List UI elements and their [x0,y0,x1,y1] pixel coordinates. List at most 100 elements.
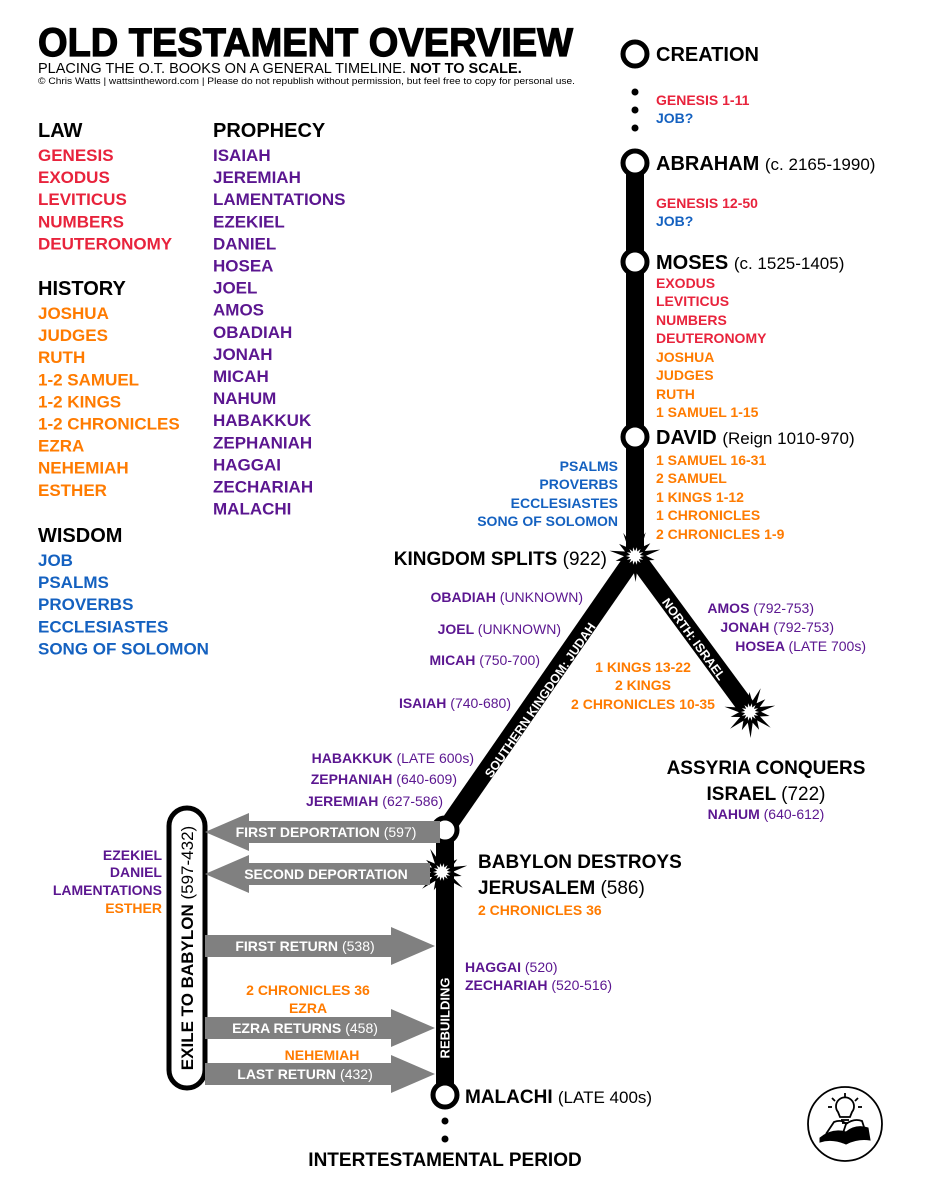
svg-text:ASSYRIA CONQUERS: ASSYRIA CONQUERS [667,758,866,779]
book-item: 1-2 SAMUEL [38,370,139,389]
svg-text:1 KINGS 13-22: 1 KINGS 13-22 [595,659,691,675]
svg-text:DEUTERONOMY: DEUTERONOMY [656,330,767,346]
svg-text:DAVID (Reign 1010-970): DAVID (Reign 1010-970) [656,427,855,449]
svg-text:ABRAHAM (c. 2165-1990): ABRAHAM (c. 2165-1990) [656,153,875,175]
arrow-label: FIRST DEPORTATION(597) [236,824,417,840]
svg-text:ESTHER: ESTHER [105,900,162,916]
north-prophets: AMOS (792-753) JONAH (792-753) HOSEA (LA… [707,600,866,654]
svg-text:NAHUM (640-612): NAHUM (640-612) [708,806,825,822]
book-item: ECCLESIASTES [38,617,168,636]
book-item: SONG OF SOLOMON [38,639,209,658]
book-item: OBADIAH [213,323,292,342]
malachi-event: MALACHI (LATE 400s) [465,1087,652,1108]
svg-text:JOSHUA: JOSHUA [656,349,714,365]
svg-text:ISAIAH (740-680): ISAIAH (740-680) [399,695,511,711]
svg-text:HABAKKUK (LATE 600s): HABAKKUK (LATE 600s) [312,750,474,766]
copyright: © Chris Watts | wattsintheword.com | Ple… [38,76,575,86]
svg-text:EXODUS: EXODUS [656,275,715,291]
svg-text:ISRAEL (722): ISRAEL (722) [707,784,826,805]
svg-text:2 CHRONICLES 36: 2 CHRONICLES 36 [478,902,602,918]
assyria-event: ASSYRIA CONQUERS ISRAEL (722) NAHUM (640… [667,758,866,822]
arrow-label: FIRST RETURN(538) [235,938,374,954]
migration-arrows: FIRST DEPORTATION(597) SECOND DEPORTATION… [205,813,440,1093]
svg-text:2 CHRONICLES 1-9: 2 CHRONICLES 1-9 [656,526,785,542]
svg-text:AMOS (792-753): AMOS (792-753) [707,600,814,616]
book-item: ESTHER [38,481,107,500]
svg-text:DANIEL: DANIEL [110,864,163,880]
return-books: 2 CHRONICLES 36 EZRA NEHEMIAH [246,982,370,1063]
book-item: MALACHI [213,500,291,519]
svg-text:ECCLESIASTES: ECCLESIASTES [511,495,618,511]
book-item: JOEL [213,279,257,298]
south-prophets: OBADIAH (UNKNOWN) JOEL (UNKNOWN) MICAH (… [306,589,583,809]
book-item: JOSHUA [38,304,109,323]
svg-text:NEHEMIAH: NEHEMIAH [285,1047,360,1063]
category-heading: WISDOM [38,525,122,547]
svg-text:NUMBERS: NUMBERS [656,312,727,328]
svg-text:EZEKIEL: EZEKIEL [103,847,163,863]
subtitle: PLACING THE O.T. BOOKS ON A GENERAL TIME… [38,61,522,77]
book-item: ZEPHANIAH [213,433,312,452]
svg-text:2 CHRONICLES 36: 2 CHRONICLES 36 [246,982,370,998]
split-burst-center [626,547,644,565]
book-item: LEVITICUS [38,190,127,209]
svg-text:OBADIAH (UNKNOWN): OBADIAH (UNKNOWN) [431,589,583,605]
svg-text:HOSEA (LATE 700s): HOSEA (LATE 700s) [735,638,866,654]
book-item: 1-2 KINGS [38,392,121,411]
book-item: PSALMS [38,573,109,592]
babylon-burst-center [433,863,451,881]
category-heading: LAW [38,120,83,142]
book-item: HOSEA [213,257,273,276]
creation-node [620,39,650,69]
svg-text:EZRA: EZRA [289,1000,327,1016]
book-item: HAGGAI [213,455,281,474]
svg-text:BABYLON DESTROYS: BABYLON DESTROYS [478,852,682,873]
svg-text:1 SAMUEL 16-31: 1 SAMUEL 16-31 [656,452,766,468]
arrow-shape [205,813,440,851]
arrow-label: LAST RETURN(432) [237,1066,372,1082]
arrow-label: SECOND DEPORTATION [244,866,408,882]
svg-text:JEREMIAH (627-586): JEREMIAH (627-586) [306,793,443,809]
book-item: MICAH [213,367,269,386]
svg-text:JOB?: JOB? [656,110,693,126]
svg-text:MOSES (c. 1525-1405): MOSES (c. 1525-1405) [656,252,844,274]
book-item: LAMENTATIONS [213,190,346,209]
arrow-shape [205,855,430,893]
divided-kingdom-books: 1 KINGS 13-22 2 KINGS 2 CHRONICLES 10-35 [571,659,715,712]
book-item: JEREMIAH [213,168,301,187]
north-branch [627,550,758,718]
book-item: DANIEL [213,234,276,253]
svg-text:JONAH (792-753): JONAH (792-753) [720,619,834,635]
svg-text:GENESIS 12-50: GENESIS 12-50 [656,195,758,211]
svg-text:2 KINGS: 2 KINGS [615,677,671,693]
svg-text:GENESIS 1-11: GENESIS 1-11 [656,92,750,108]
creation-event: CREATION GENESIS 1-11 JOB? [656,44,759,126]
abraham-event: ABRAHAM (c. 2165-1990) GENESIS 12-50 JOB… [656,153,875,229]
book-item: ZECHARIAH [213,478,313,497]
svg-text:JUDGES: JUDGES [656,367,714,383]
svg-text:JOB?: JOB? [656,213,693,229]
svg-text:JERUSALEM (586): JERUSALEM (586) [478,878,645,899]
book-item: NUMBERS [38,212,124,231]
svg-text:CREATION: CREATION [656,44,759,66]
svg-text:MICAH (750-700): MICAH (750-700) [430,652,540,668]
svg-text:LEVITICUS: LEVITICUS [656,293,729,309]
page-title: OLD TESTAMENT OVERVIEW [38,21,573,65]
svg-text:2 CHRONICLES 10-35: 2 CHRONICLES 10-35 [571,696,715,712]
book-item: EZRA [38,437,84,456]
book-item: 1-2 CHRONICLES [38,415,180,434]
intertestamental-period: INTERTESTAMENTAL PERIOD [308,1150,581,1171]
arrow-label: EZRA RETURNS(458) [232,1020,378,1036]
rebuilding-label: REBUILDING [438,978,453,1059]
svg-text:PSALMS: PSALMS [560,458,618,474]
book-item: ISAIAH [213,146,271,165]
david-event: DAVID (Reign 1010-970) 1 SAMUEL 16-31 2 … [477,427,854,542]
svg-text:SONG OF SOLOMON: SONG OF SOLOMON [477,513,618,529]
book-item: DEUTERONOMY [38,234,173,253]
abraham-node [620,148,650,178]
book-item: RUTH [38,348,85,367]
book-categories: LAWGENESISEXODUSLEVITICUSNUMBERSDEUTERON… [38,120,346,658]
book-item: EXODUS [38,168,110,187]
intertestamental-dots [441,1117,449,1143]
